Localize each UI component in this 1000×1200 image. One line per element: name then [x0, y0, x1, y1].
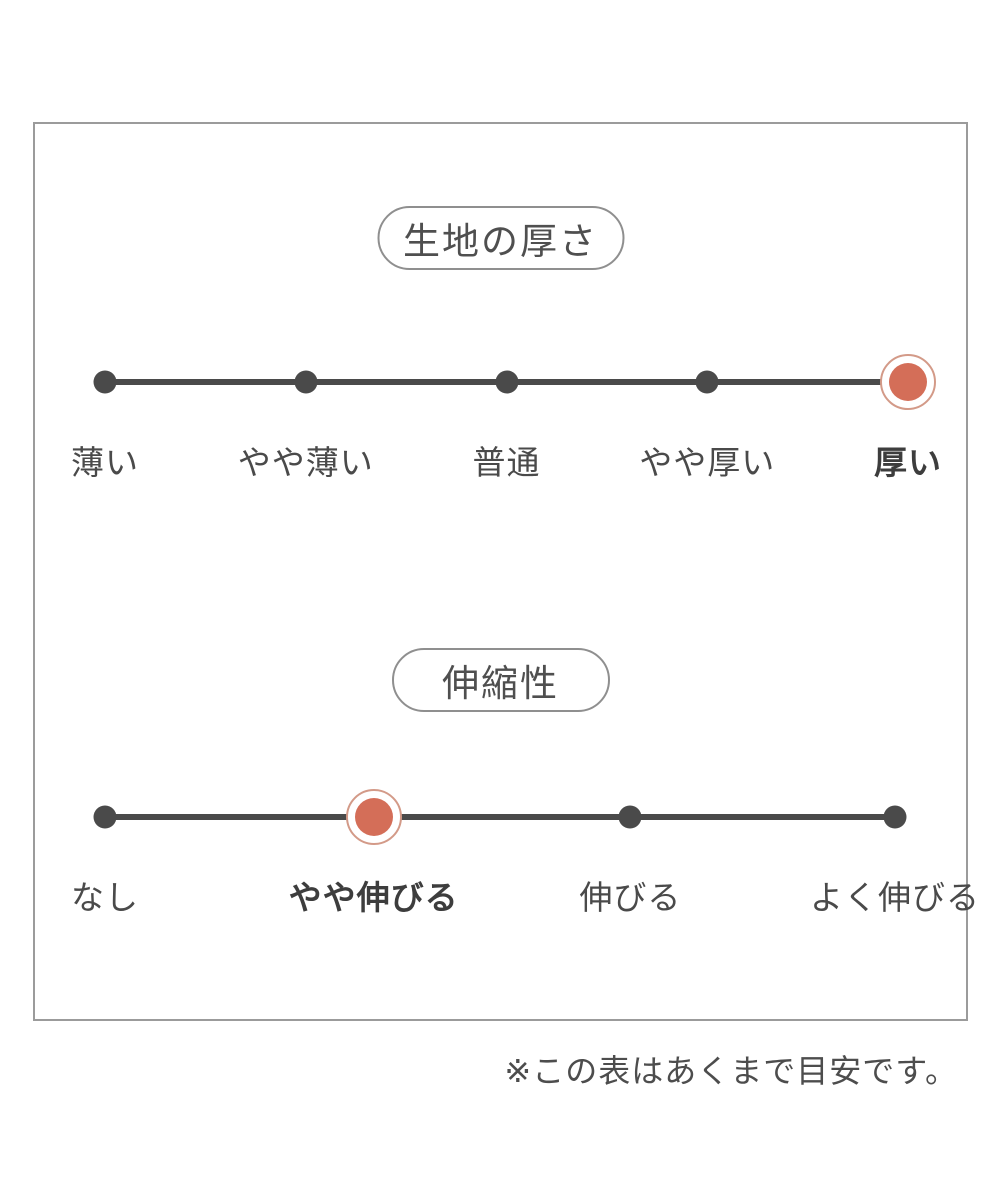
stretch-title: 伸縮性: [442, 663, 559, 704]
thickness-label-thin: 薄い: [71, 444, 139, 481]
footnote: ※この表はあくまで目安です。: [504, 1053, 958, 1089]
thickness-point-2: [294, 370, 318, 394]
stretch-point-selected: [345, 789, 402, 845]
thickness-title: 生地の厚さ: [403, 221, 598, 262]
thickness-label-rather-thin: やや薄い: [237, 444, 374, 481]
stretch-point-3: [618, 805, 642, 829]
stretch-selected-dot: [354, 798, 393, 836]
stretch-point-4: [883, 805, 907, 829]
thickness-point-4: [695, 370, 719, 394]
stretch-label-slightly: やや伸びる: [288, 879, 459, 916]
thickness-selected-dot: [889, 363, 927, 401]
thickness-title-pill: 生地の厚さ: [377, 206, 624, 270]
stretch-label-none: なし: [71, 879, 139, 916]
stretch-track: [105, 814, 895, 820]
stretch-title-pill: 伸縮性: [391, 648, 610, 712]
thickness-point-1: [93, 370, 117, 394]
thickness-point-3: [495, 370, 518, 394]
thickness-label-rather-thick: やや厚い: [639, 444, 776, 481]
guide-box: 生地の厚さ 薄い やや薄い 普通 やや厚い 厚い 伸縮性: [33, 122, 979, 1021]
thickness-point-selected: [880, 354, 936, 410]
thickness-label-normal: 普通: [472, 444, 541, 481]
stretch-label-stretches: 伸びる: [579, 879, 682, 916]
thickness-label-thick: 厚い: [874, 444, 942, 481]
stretch-label-very-stretchy: よく伸びる: [810, 879, 980, 916]
stretch-point-1: [93, 805, 117, 829]
